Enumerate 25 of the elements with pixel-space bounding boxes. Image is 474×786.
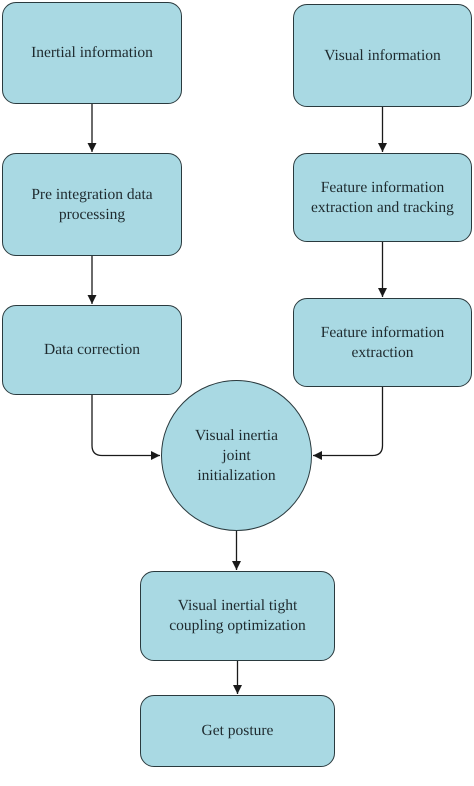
process-box <box>140 695 335 767</box>
node-text: Feature information extraction and tracking <box>310 178 455 218</box>
process-box <box>2 2 182 104</box>
process-box <box>140 571 335 661</box>
arrow <box>88 104 96 152</box>
node-text: Pre integration data processing <box>30 184 154 224</box>
process-box <box>293 153 472 242</box>
node-text: Feature information extraction <box>320 322 446 362</box>
node-text: Visual inertial tight coupling optimization <box>168 596 307 636</box>
process-box <box>2 305 182 395</box>
process-box <box>2 153 182 256</box>
arrow <box>378 242 387 297</box>
node-text: Visual inertia joint initialization <box>194 426 279 486</box>
node-text: Data correction <box>44 340 140 360</box>
node-text: Get posture <box>202 721 274 741</box>
arrow <box>88 256 96 304</box>
arrow <box>233 661 242 694</box>
process-box <box>293 298 472 387</box>
node-text: Visual information <box>324 46 441 66</box>
arrow <box>232 531 241 570</box>
node-text: Inertial information <box>31 43 153 63</box>
process-box <box>293 4 472 107</box>
arrow <box>313 387 384 460</box>
arrow <box>91 395 160 460</box>
arrow <box>378 107 387 152</box>
